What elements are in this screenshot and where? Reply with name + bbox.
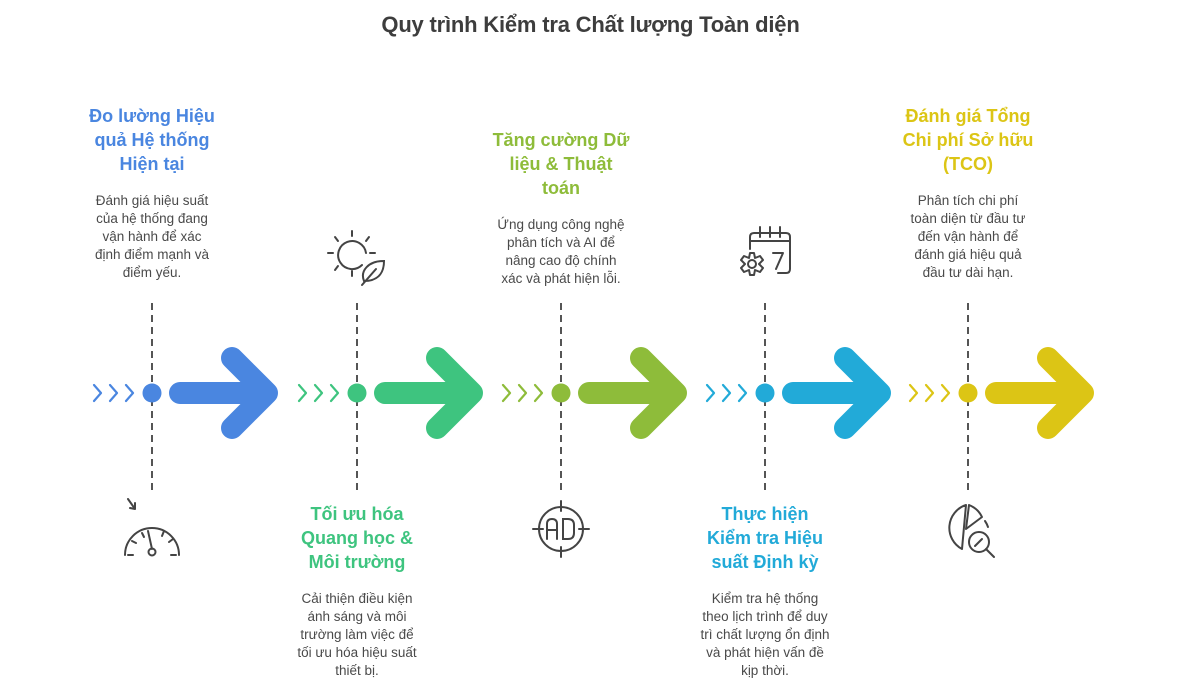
step-description-line: vận hành để xác (102, 229, 202, 244)
step-heading-line: Quang học & (301, 528, 413, 548)
chevron-icon (721, 383, 732, 403)
step-description-line: phân tích và AI để (506, 235, 616, 250)
step-description: Cải thiện điều kiện ánh sáng và môi trường… (272, 590, 442, 680)
step-heading-line: Thực hiện (721, 504, 809, 524)
step-heading-line: suất Định kỳ (711, 552, 819, 572)
step-heading-line: Kiểm tra Hiệu (706, 528, 824, 548)
step-description-line: Phân tích chi phí (917, 193, 1019, 208)
chevron-icon (924, 383, 935, 403)
step-description: Ứng dụng công nghệ phân tích và AI để nâng… (476, 216, 646, 288)
step-heading-line: Chi phí Sở hữu (902, 130, 1034, 150)
step-description-line: đến vận hành để (917, 229, 1019, 244)
step-description-line: Đánh giá hiệu suất (95, 193, 209, 208)
chevron-icon (533, 383, 544, 403)
step-description-line: Ứng dụng công nghệ (497, 217, 625, 232)
chevron-icon (297, 383, 308, 403)
chevron-icon (705, 383, 716, 403)
step-description-line: đánh giá hiệu quả (914, 247, 1022, 262)
step-heading-line: Đánh giá Tổng (905, 106, 1031, 126)
step-heading: Tăng cường Dữ liệu & Thuật toán (476, 128, 646, 200)
pie-chart-magnifier-icon (934, 497, 998, 561)
sun-leaf-icon (324, 225, 388, 289)
step-dot (755, 383, 775, 403)
diagram-title: Quy trình Kiểm tra Chất lượng Toàn diện (381, 12, 800, 37)
chevron-icon (517, 383, 528, 403)
step-heading-line: toán (542, 178, 580, 198)
step-dot (551, 383, 571, 403)
step-description-line: của hệ thống đang (96, 211, 208, 226)
step-heading-line: Tối ưu hóa (310, 504, 404, 524)
step-description-line: nâng cao độ chính (505, 253, 617, 268)
step-heading-line: liệu & Thuật (509, 154, 613, 174)
step-description: Phân tích chi phí toàn diện từ đầu tư đến … (883, 192, 1053, 282)
step-description-line: định điểm mạnh và (94, 247, 210, 262)
chevron-icon (940, 383, 951, 403)
step-description-line: xác và phát hiện lỗi. (501, 271, 621, 286)
step-description-line: điểm yếu. (122, 265, 182, 280)
arrow-right-icon (169, 347, 278, 439)
chevron-icon (313, 383, 324, 403)
chevron-icon (737, 383, 748, 403)
chevron-icon (329, 383, 340, 403)
step-heading-line: Tăng cường Dữ (492, 130, 630, 150)
step-dot (347, 383, 367, 403)
step-description-line: ánh sáng và môi (307, 609, 407, 624)
step-heading-line: Môi trường (308, 552, 406, 572)
chevron-icon (908, 383, 919, 403)
step-description-line: đầu tư dài hạn. (922, 265, 1014, 280)
chevron-icon (108, 383, 119, 403)
step-dot (142, 383, 162, 403)
chevron-icon (501, 383, 512, 403)
step-description-line: tối ưu hóa hiệu suất (297, 645, 417, 660)
step-description-line: Cải thiện điều kiện (301, 591, 413, 606)
step-description-line: thiết bị. (335, 663, 379, 678)
step-description-line: Kiểm tra hệ thống (711, 591, 819, 606)
step-description-line: toàn diện từ đầu tư (910, 211, 1026, 226)
step-description-line: theo lịch trình để duy (702, 609, 828, 624)
arrow-right-icon (578, 347, 687, 439)
step-heading-line: (TCO) (943, 154, 993, 174)
step-description-line: kịp thời. (741, 663, 789, 678)
step-description-line: trì chất lượng ổn định (700, 627, 830, 642)
arrow-right-icon (782, 347, 891, 439)
arrow-right-icon (985, 347, 1094, 439)
step-description-line: trường làm việc để (300, 627, 414, 642)
speedometer-icon (120, 497, 184, 561)
step-description-line: và phát hiện vấn đề (706, 645, 824, 660)
arrow-right-icon (374, 347, 483, 439)
ad-target-icon (529, 497, 593, 561)
step-description: Đánh giá hiệu suất của hệ thống đang vận h… (67, 192, 237, 282)
step-description: Kiểm tra hệ thống theo lịch trình để duy t… (680, 590, 850, 680)
calendar-gear-icon (730, 225, 794, 289)
chevron-icon (124, 383, 135, 403)
chevron-icon (92, 383, 103, 403)
step-heading-line: Đo lường Hiệu (89, 106, 215, 126)
step-heading-line: Hiện tại (119, 154, 185, 174)
step-heading-line: quả Hệ thống (94, 130, 210, 150)
step-dot (958, 383, 978, 403)
